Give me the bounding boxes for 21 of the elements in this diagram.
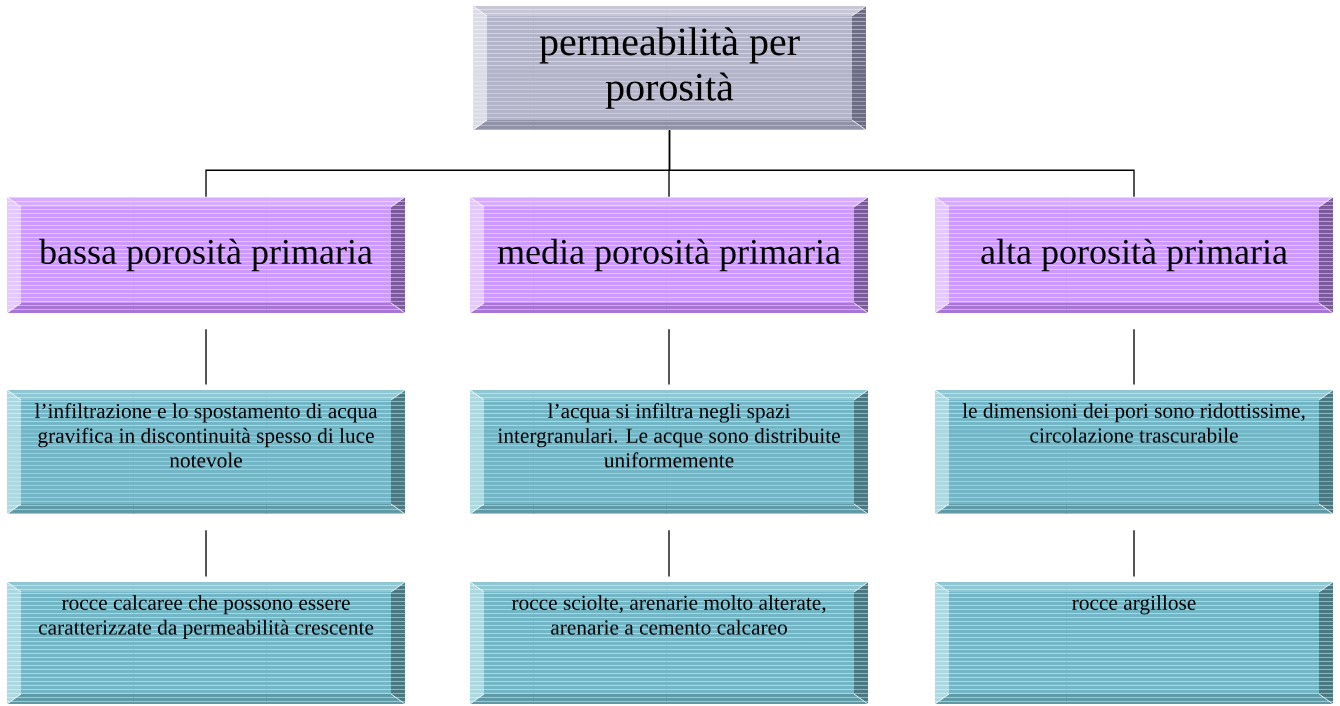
bevel-box: rocce calcaree che possono essere caratterizzate da permeabilità crescente xyxy=(6,581,406,705)
bevel-box xyxy=(949,400,1319,504)
bevel-box xyxy=(484,400,854,504)
connector-line xyxy=(205,328,207,386)
connector-line xyxy=(668,529,670,578)
bevel-box xyxy=(21,400,391,504)
bevel-box: le dimensioni dei pori sono ridottissime, circolazione trascurabile xyxy=(934,389,1334,515)
connector-line xyxy=(1133,529,1135,578)
connector-line xyxy=(668,328,670,386)
bevel-box: l’infiltrazione e lo spostamento di acqua gravifica in discontinuità spesso di luce notevole xyxy=(6,389,406,515)
bevel-box: bassa porosità primaria xyxy=(6,196,406,314)
bevel-box: permeabilità per porosità xyxy=(472,5,867,131)
bevel-box: alta porosità primaria xyxy=(934,196,1334,314)
bevel-box: l’acqua si infiltra negli spazi intergranulari. Le acque sono distribuite uniformemente xyxy=(469,389,869,515)
bevel-box: rocce sciolte, arenarie molto alterate, arenarie a cemento calcareo xyxy=(469,581,869,705)
connector-line xyxy=(1133,328,1135,386)
connector-line xyxy=(205,529,207,578)
bevel-box xyxy=(487,16,852,120)
bevel-box: rocce argillose xyxy=(934,581,1334,705)
connector-line xyxy=(668,129,1135,198)
bevel-box: media porosità primaria xyxy=(469,196,869,314)
